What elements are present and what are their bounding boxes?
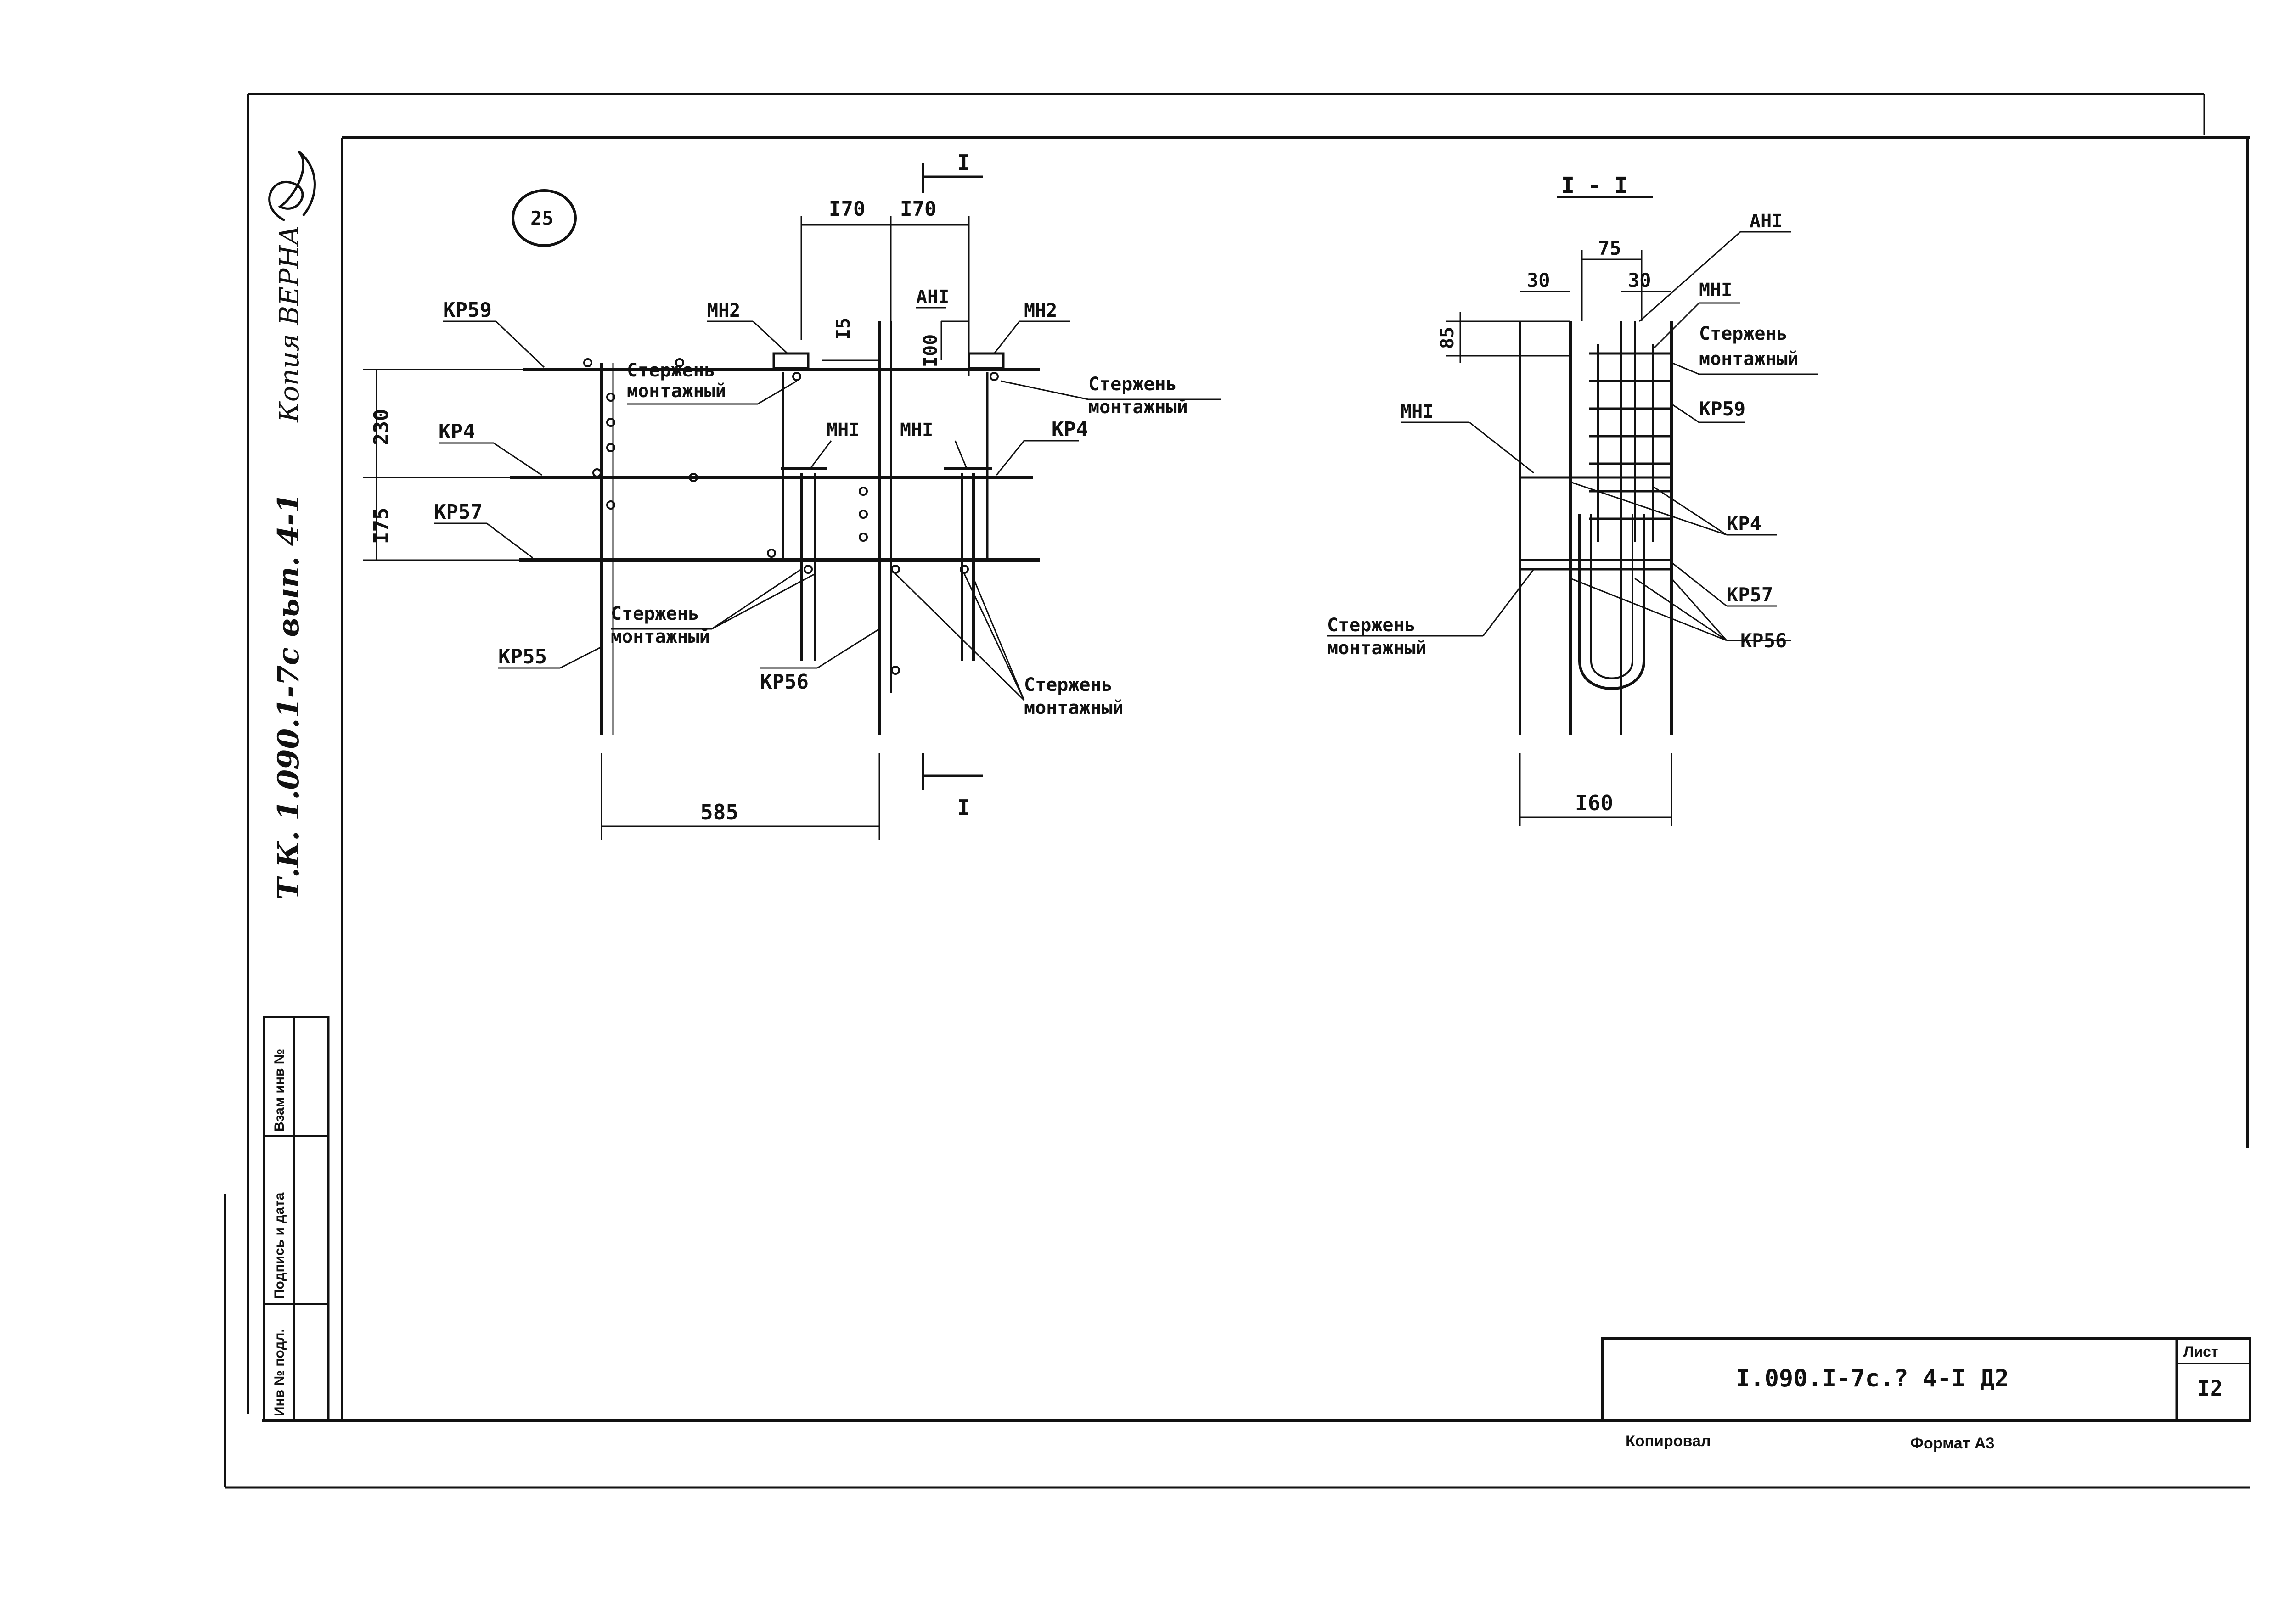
plan-labels: I I I70 I70 I5 I00 230 I75 585 КР59 КР4 … bbox=[370, 150, 1188, 825]
label-kp4-right: КР4 bbox=[1052, 418, 1088, 441]
stamp-cell-1: Инв № подл. bbox=[272, 1329, 287, 1416]
rod-label-2a: Стержень bbox=[627, 360, 715, 381]
sec-label-kp56: КР56 bbox=[1740, 629, 1787, 652]
sec-dim-30-right: 30 bbox=[1628, 269, 1651, 292]
detail-number-circle bbox=[512, 189, 577, 247]
dim-170-left: I70 bbox=[829, 197, 865, 221]
rod-label-2b: монтажный bbox=[627, 381, 726, 402]
copy-note: Копия ВЕРНА bbox=[274, 225, 305, 423]
sec-rod-left-b: монтажный bbox=[1327, 638, 1427, 659]
sheet-label: Лист bbox=[2183, 1343, 2218, 1360]
stamp-cell-2: Подпись и дата bbox=[272, 1192, 287, 1299]
plan-mark-bottom: I bbox=[957, 795, 970, 820]
sec-label-mn1-left: МНI bbox=[1401, 401, 1434, 422]
sec-label-kp57: КР57 bbox=[1727, 583, 1773, 606]
dim-230: 230 bbox=[370, 409, 393, 445]
rod-label-1b: монтажный bbox=[1088, 397, 1188, 418]
label-mn2-right: МН2 bbox=[1024, 300, 1057, 321]
label-mn1-left: МНI bbox=[827, 420, 860, 441]
rod-label-4a: Стержень bbox=[1024, 674, 1113, 696]
rod-label-3b: монтажный bbox=[611, 626, 710, 647]
label-an1: АНI bbox=[916, 286, 949, 308]
title-code: I.090.I-7с.? 4-I Д2 bbox=[1736, 1365, 2009, 1392]
dim-175: I75 bbox=[370, 508, 393, 544]
label-kp4-left: КР4 bbox=[439, 420, 475, 443]
series-code: Т.К. 1.090.1-7с вып. 4-1 bbox=[271, 493, 306, 900]
rod-label-4b: монтажный bbox=[1024, 697, 1124, 718]
sec-label-an1: АНI bbox=[1750, 211, 1783, 232]
label-kp56: КР56 bbox=[760, 670, 809, 694]
sec-label-kp59: КР59 bbox=[1699, 398, 1745, 420]
title-block bbox=[1601, 1337, 2251, 1422]
plan-view: 25 bbox=[363, 163, 1221, 840]
stamp-column: Инв № подл. Подпись и дата Взам инв № bbox=[263, 1016, 330, 1422]
sheet-number: I2 bbox=[2197, 1376, 2223, 1401]
sec-dim-85: 85 bbox=[1437, 327, 1458, 349]
sec-dim-75: 75 bbox=[1598, 237, 1621, 259]
rod-label-3a: Стержень bbox=[611, 603, 699, 624]
label-kp57: КР57 bbox=[434, 500, 483, 524]
section-title: I - I bbox=[1561, 173, 1628, 198]
dim-585: 585 bbox=[700, 800, 738, 825]
label-mn1-right: МНI bbox=[900, 420, 933, 441]
label-kp55: КР55 bbox=[498, 645, 547, 668]
label-kp59: КР59 bbox=[443, 298, 492, 322]
sec-label-kp4: КР4 bbox=[1727, 512, 1761, 535]
sec-label-mn1-right: МНI bbox=[1699, 280, 1732, 301]
label-mn2-left: МН2 bbox=[707, 300, 740, 321]
copied-by: Копировал bbox=[1626, 1432, 1711, 1450]
sheet-frame bbox=[224, 93, 2250, 1489]
section-labels: I - I 75 30 30 85 I60 АНI МНI Стержень м… bbox=[1327, 173, 1799, 815]
format-label: Формат А3 bbox=[1910, 1435, 1994, 1452]
stamp-cell-3: Взам инв № bbox=[272, 1049, 287, 1132]
sec-rod-a: Стержень bbox=[1699, 323, 1788, 344]
section-view bbox=[1327, 196, 1818, 826]
dim-15: I5 bbox=[833, 318, 854, 340]
sec-rod-left-a: Стержень bbox=[1327, 615, 1416, 636]
sec-rod-b: монтажный bbox=[1699, 348, 1799, 370]
dim-170-right: I70 bbox=[900, 197, 936, 221]
detail-number: 25 bbox=[530, 207, 554, 230]
sec-dim-160: I60 bbox=[1575, 791, 1613, 815]
signature bbox=[268, 151, 316, 222]
dim-100: I00 bbox=[920, 334, 941, 367]
rod-label-1a: Стержень bbox=[1088, 374, 1177, 395]
plan-mark-top: I bbox=[957, 150, 970, 175]
sec-dim-30-left: 30 bbox=[1527, 269, 1550, 292]
